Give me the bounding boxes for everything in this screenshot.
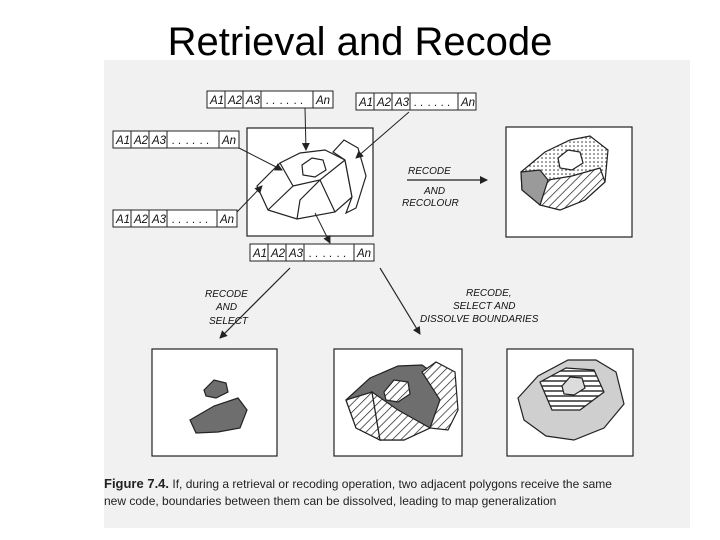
rec-cell: A1 (115, 135, 130, 147)
rec-cell: A3 (394, 97, 410, 109)
rec-cell: A3 (288, 248, 304, 260)
op-label: AND (215, 302, 237, 313)
caption-line-1: If, during a retrieval or recoding opera… (172, 477, 612, 491)
rec-cell: A1 (115, 214, 130, 226)
caption-line-2: new code, boundaries between them can be… (104, 494, 557, 508)
rec-cell: An (221, 135, 236, 147)
attribute-record-top-right: A1 A2 A3 . . . . . . An (355, 92, 477, 111)
op-label: AND (423, 186, 445, 197)
op-label: SELECT (209, 316, 249, 327)
rec-cell: A2 (133, 135, 149, 147)
attribute-record-left-lower: A1 A2 A3 . . . . . . An (112, 209, 238, 228)
recode-select-step: RECODE AND SELECT (205, 289, 249, 327)
op-label: RECODE, (466, 288, 512, 299)
dissolved-map-panel (506, 348, 634, 457)
branch-arrows (219, 267, 421, 339)
attribute-record-left-upper: A1 A2 A3 . . . . . . An (112, 130, 240, 149)
record-link-arrows (236, 107, 410, 244)
op-label: RECODE (205, 289, 248, 300)
rec-cell: A2 (270, 248, 286, 260)
rec-cell: . . (172, 214, 182, 226)
rec-cell: . . (186, 214, 196, 226)
rec-cell: A1 (358, 97, 373, 109)
op-label: SELECT AND (453, 301, 515, 312)
recoloured-map-panel (505, 126, 633, 238)
op-label: DISSOLVE BOUNDARIES (420, 314, 539, 325)
attribute-record-top-center: A1 A2 A3 . . . . . . An (206, 90, 334, 109)
rec-cell: . . (186, 135, 196, 147)
rec-cell: A1 (252, 248, 267, 260)
slide-title: Retrieval and Recode (167, 20, 553, 64)
op-label: RECOLOUR (402, 198, 459, 209)
rec-cell: A1 (209, 95, 224, 107)
rec-cell: A2 (376, 97, 392, 109)
selected-map-panel (151, 348, 278, 457)
rec-cell: A2 (227, 95, 243, 107)
rec-cell: . . (199, 214, 209, 226)
rec-cell: . . (309, 248, 319, 260)
rec-cell: . . (172, 135, 182, 147)
rec-cell: An (315, 95, 330, 107)
rec-cell: . . (337, 248, 347, 260)
attribute-record-middle: A1 A2 A3 . . . . . . An (249, 243, 375, 262)
recode-recolour-step: RECODE AND RECOLOUR (402, 166, 488, 209)
rec-cell: A3 (151, 135, 167, 147)
rec-cell: . . (323, 248, 333, 260)
rec-cell: A3 (245, 95, 261, 107)
recode-select-dissolve-step: RECODE, SELECT AND DISSOLVE BOUNDARIES (420, 288, 539, 325)
rec-cell: . . (441, 97, 451, 109)
rec-cell: . . (266, 95, 276, 107)
rec-cell: . . (428, 97, 438, 109)
figure-caption: Figure 7.4. If, during a retrieval or re… (104, 475, 624, 510)
rec-cell: . . (414, 97, 424, 109)
rec-cell: . . (200, 135, 210, 147)
rec-cell: An (219, 214, 234, 226)
rec-cell: A3 (151, 214, 167, 226)
rec-cell: An (460, 97, 475, 109)
rec-cell: An (356, 248, 371, 260)
rec-cell: . . (294, 95, 304, 107)
source-map-panel (246, 127, 374, 237)
recoded-map-panel (333, 348, 463, 457)
rec-cell: A2 (133, 214, 149, 226)
rec-cell: . . (280, 95, 290, 107)
op-label: RECODE (408, 166, 451, 177)
figure-label: Figure 7.4. (104, 476, 170, 491)
